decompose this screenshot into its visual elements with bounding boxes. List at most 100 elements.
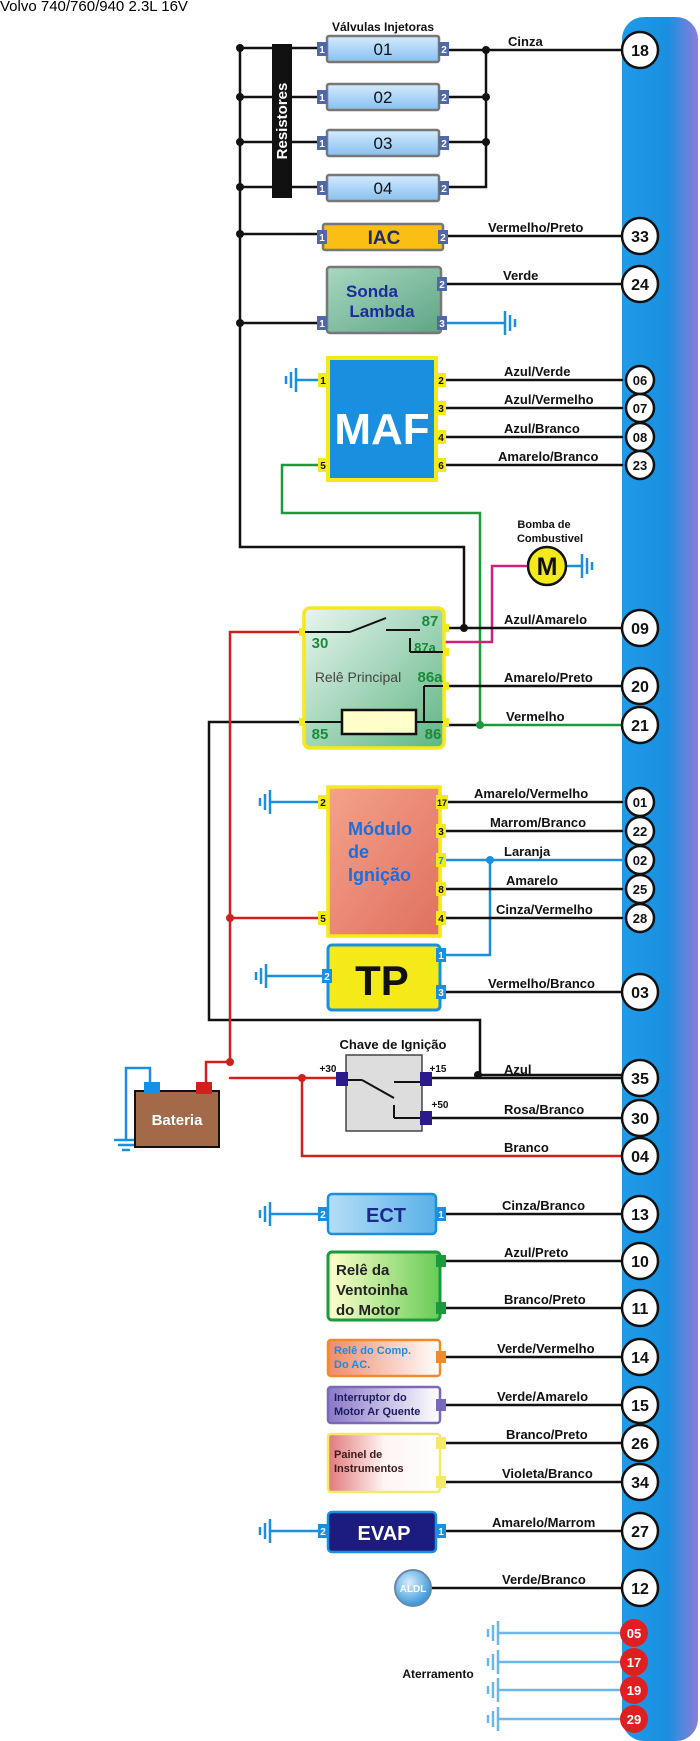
ecu-pin-number: 04 — [631, 1149, 649, 1166]
ground-icon — [258, 790, 272, 814]
wire-color-label: Violeta/Branco — [502, 1466, 593, 1481]
svg-text:1: 1 — [438, 1527, 444, 1538]
svg-text:17: 17 — [437, 798, 447, 808]
ground-pin: 19 — [620, 1676, 648, 1704]
ecu-pin-circle — [620, 1423, 660, 1463]
ecu-pin-circle — [620, 264, 660, 304]
evap-label: EVAP — [358, 1523, 411, 1545]
ecu-pin-number: 20 — [631, 679, 649, 696]
main-relay-label: Relê Principal — [315, 669, 401, 685]
svg-text:1: 1 — [319, 93, 325, 104]
ecu-pin-circle — [620, 1568, 660, 1608]
injector-label: 02 — [374, 88, 393, 107]
ecu-pin-number: 13 — [631, 1207, 649, 1224]
ground-icon — [486, 1678, 500, 1702]
ecu-pin-number: 15 — [631, 1398, 649, 1415]
ecu-pin-circle — [624, 449, 656, 481]
iac-valve: IAC 1 2 — [317, 222, 448, 252]
svg-text:2: 2 — [441, 93, 447, 104]
svg-text:3: 3 — [438, 404, 444, 415]
instrument-panel: Painel de Instrumentos — [326, 1432, 446, 1494]
ecu-pin-circle — [620, 1098, 660, 1138]
ground-icon — [258, 1519, 272, 1543]
ecu-pin-number: 35 — [631, 1071, 649, 1088]
ecu-pins: 18Cinza33Vermelho/Preto24Verde06Azul/Ver… — [474, 30, 660, 1608]
ecu-pin-number: 02 — [633, 853, 647, 868]
wire-color-label: Laranja — [504, 844, 551, 859]
ignition-module-label-line3: Ignição — [348, 865, 411, 885]
ground-pin: 17 — [620, 1648, 648, 1676]
svg-text:2: 2 — [320, 1210, 326, 1221]
svg-text:Instrumentos: Instrumentos — [334, 1463, 404, 1475]
ground-pin-circle — [620, 1619, 648, 1647]
relay-terminal-30: 30 — [312, 635, 329, 652]
svg-text:1: 1 — [319, 139, 325, 150]
svg-text:1: 1 — [319, 45, 325, 56]
ecu-pin-circle — [620, 1511, 660, 1551]
fuel-pump-label-line2: Combustivel — [517, 533, 583, 545]
coolant-temp-sensor: ECT 2 1 — [318, 1192, 446, 1236]
wire-fuel-pump — [444, 564, 528, 644]
lambda-label-line2: Lambda — [349, 302, 415, 321]
ground-icon — [580, 554, 594, 578]
svg-text:2: 2 — [320, 798, 326, 809]
svg-text:2: 2 — [440, 233, 446, 244]
ecu-pin-circle — [620, 1337, 660, 1377]
fan-relay: Relê da Ventoinha do Motor — [326, 1250, 446, 1322]
svg-text:4: 4 — [438, 914, 444, 925]
svg-text:2: 2 — [441, 45, 447, 56]
ac-compressor-relay: Relê do Comp. Do AC. — [326, 1338, 446, 1378]
ecu-pin-number: 10 — [631, 1254, 649, 1271]
svg-text:Painel de: Painel de — [334, 1449, 382, 1461]
ect-label: ECT — [366, 1205, 406, 1227]
iac-label: IAC — [368, 228, 401, 249]
ignition-switch: Chave de Ignição +30 +15 +50 — [320, 1037, 449, 1132]
svg-text:1: 1 — [319, 319, 325, 330]
svg-text:5: 5 — [320, 914, 326, 925]
aldl-connector: ALDL — [394, 1569, 432, 1607]
ecu-pin-circle — [620, 1058, 660, 1098]
svg-text:Relê da: Relê da — [336, 1262, 390, 1279]
injector-label: 01 — [374, 40, 393, 59]
wire-color-label: Amarelo — [506, 873, 558, 888]
ground-icon — [503, 311, 517, 335]
lambda-sensor: Sonda Lambda 2 1 3 — [317, 265, 447, 335]
ecu-pin-number: 22 — [633, 824, 647, 839]
injector: 01 1 2 — [317, 34, 449, 64]
ecu-pin-circle — [620, 608, 660, 648]
ecu-pin-number: 33 — [631, 229, 649, 246]
ground-icon — [254, 964, 268, 988]
wire-color-label: Azul — [504, 1062, 531, 1077]
ecu-pin-number: 25 — [633, 882, 647, 897]
junction-dots — [226, 44, 494, 1082]
ecu-pin-number: 30 — [631, 1111, 649, 1128]
ecu-pin-number: 01 — [633, 795, 647, 810]
ignition-module-label-line1: Módulo — [348, 819, 412, 839]
svg-text:2: 2 — [441, 139, 447, 150]
ecu-pin-number: 11 — [632, 1301, 649, 1318]
switch-terminal-30: +30 — [320, 1064, 337, 1075]
ground-pin-number: 05 — [627, 1626, 641, 1641]
ecu-pin-circle — [620, 1136, 660, 1176]
battery: Bateria — [134, 1082, 220, 1148]
svg-text:7: 7 — [438, 856, 444, 867]
ground-pin: 29 — [620, 1705, 648, 1733]
wire-color-label: Azul/Branco — [504, 421, 580, 436]
resistors-block: Resistores — [272, 44, 292, 198]
wire-color-label: Amarelo/Marrom — [492, 1515, 595, 1530]
svg-text:Do AC.: Do AC. — [334, 1359, 370, 1371]
heater-motor-switch: Interruptor do Motor Ar Quente — [326, 1385, 446, 1425]
ecu-pin-number: 14 — [631, 1350, 649, 1367]
maf-label: MAF — [334, 405, 429, 454]
